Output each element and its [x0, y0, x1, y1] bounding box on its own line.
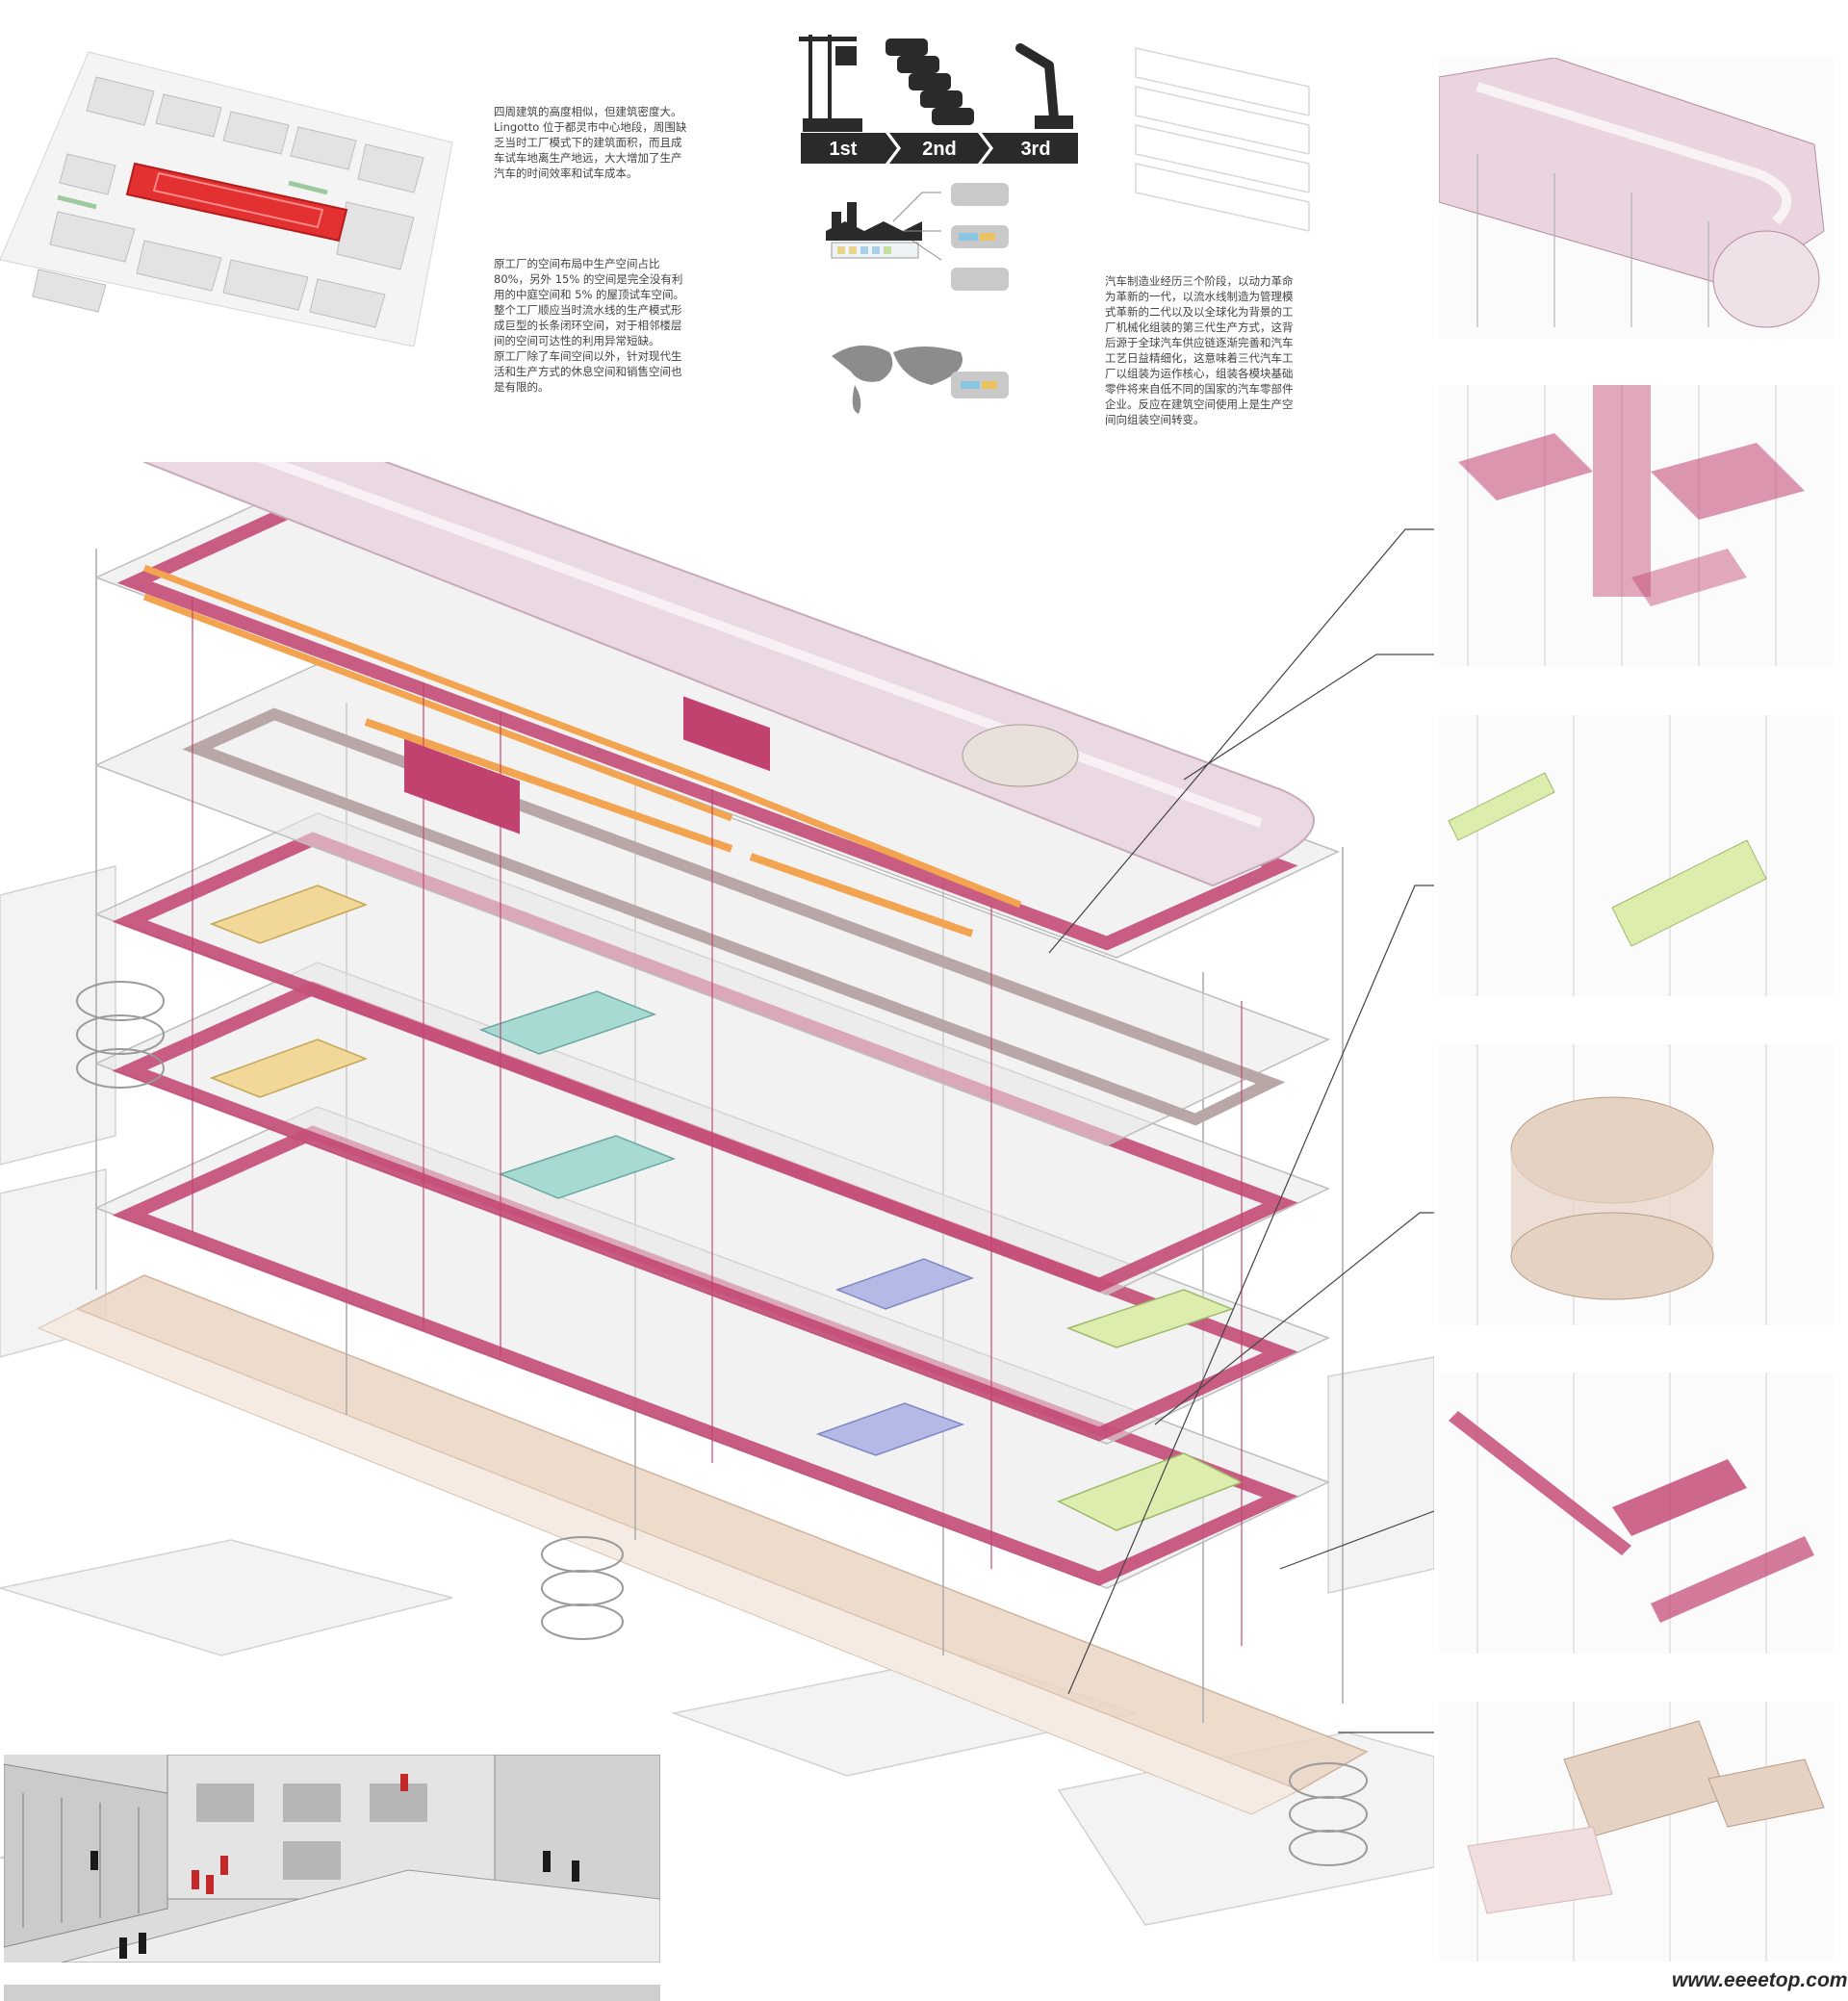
robot-arm-icon — [1015, 43, 1059, 123]
site-note: 四周建筑的高度相似，但建筑密度大。 Lingotto 位于都灵市中心地段，周围缺… — [494, 105, 687, 180]
supply-chain-graphic — [826, 183, 1009, 414]
industry-stages-chart: 1st 2nd 3rd — [799, 35, 1078, 164]
detail-panel-ramps-2 — [1439, 1372, 1834, 1654]
factory-icon — [826, 202, 922, 241]
stage-1-label: 1st — [830, 139, 858, 160]
assembly-blue-2 — [834, 1258, 975, 1310]
detail-panel-ramps — [1439, 385, 1834, 666]
industry-note: 汽车制造业经历三个阶段，以动力革命 为革新的一代，以流水线制造为管理模 式革新的… — [1105, 274, 1294, 426]
detail-panel-green-assembly — [1439, 715, 1834, 996]
roof-block-1 — [404, 738, 520, 834]
roof-block-2 — [683, 696, 770, 772]
world-map-icon — [832, 345, 962, 414]
bottom-strip — [4, 1985, 660, 2001]
spiral-ramp-left — [76, 981, 165, 1089]
space-layout-note: 原工厂的空间布局中生产空间占比 80%，另外 15% 的空间是完全没有利 用的中… — [494, 257, 685, 394]
roof-test-track — [142, 462, 1315, 887]
exploded-axonometric — [0, 462, 1434, 1926]
assembly-blue — [815, 1402, 965, 1456]
assembly-yellow-3 — [209, 885, 369, 944]
stage-2-label: 2nd — [922, 139, 957, 160]
interior-perspective — [4, 1755, 660, 1963]
assembly-yellow-2 — [209, 1039, 369, 1098]
assembly-teal-2 — [498, 1135, 677, 1199]
spiral-ramp-center — [541, 1536, 624, 1640]
assembly-lime-2 — [1065, 1289, 1235, 1348]
roof-dome — [962, 724, 1079, 787]
detail-panel-roof — [1439, 58, 1834, 339]
detail-panel-ground — [1439, 1702, 1834, 1962]
inner-loop-track — [182, 707, 1286, 1126]
detail-panel-dome — [1439, 1044, 1834, 1325]
wireframe-sketch — [1135, 47, 1310, 232]
watermark-text: www.eeeetop.com — [1672, 1969, 1848, 1991]
stage-3-label: 3rd — [1020, 139, 1050, 160]
car-assembly-line-icon — [886, 38, 974, 125]
site-model — [0, 51, 453, 347]
assembly-teal-3 — [478, 990, 657, 1055]
spiral-ramp-right — [1289, 1762, 1368, 1866]
derrick-icon — [799, 35, 862, 132]
